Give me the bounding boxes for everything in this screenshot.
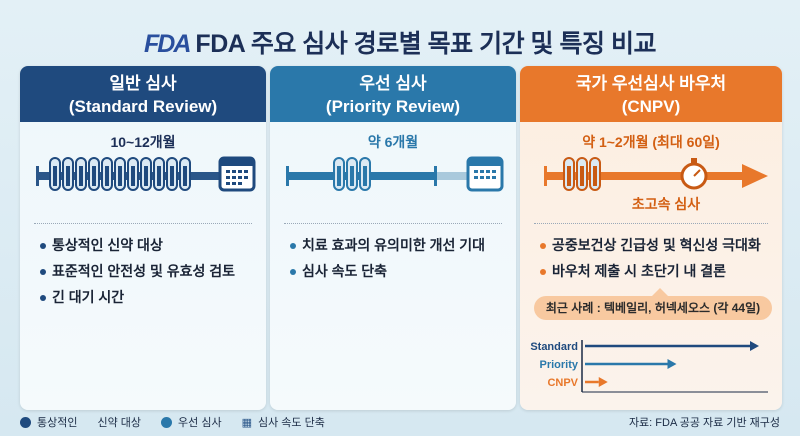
list-item: 바우처 제출 시 초단기 내 결론 (540, 258, 761, 284)
divider (534, 223, 768, 224)
duration-label: 약 6개월 (367, 134, 419, 150)
list-item: 심사 속도 단축 (290, 258, 485, 284)
recent-case-callout: 최근 사례 : 텍베일리, 허넥세오스 (각 44일) (534, 288, 772, 320)
duration-label: 10~12개월 (110, 134, 176, 150)
panel-header: 우선 심사(Priority Review) (270, 66, 516, 122)
chart-label: CNPV (547, 377, 578, 389)
fda-logo: FDA (144, 30, 191, 58)
calendar-icon (218, 156, 256, 192)
list-item: 긴 대기 시간 (40, 284, 235, 310)
arrow-head (750, 341, 759, 351)
divider (284, 223, 502, 224)
calendar-icon: ▦ (241, 416, 252, 429)
arrow-head (598, 377, 608, 387)
duration-label: 약 1~2개월 (최대 60일) (582, 134, 720, 150)
timeline-priority (286, 156, 504, 192)
source-note: 자료: FDA 공공 자료 기반 재구성 (628, 417, 780, 429)
legend-dot-standard (20, 416, 31, 428)
list-item: 표준적인 안전성 및 유효성 검토 (40, 258, 235, 284)
timeline-cnpv (544, 157, 768, 191)
feature-list: 공중보건상 긴급성 및 혁신성 극대화 바우처 제출 시 초단기 내 결론 (540, 232, 761, 284)
feature-list: 치료 효과의 유의미한 개선 기대 심사 속도 단축 (290, 232, 485, 284)
panel-header: 국가 우선심사 바우처(CNPV) (520, 66, 782, 122)
fast-review-label: 초고속 심사 (631, 196, 701, 212)
list-item: 공중보건상 긴급성 및 혁신성 극대화 (540, 232, 761, 258)
calendar-icon (466, 156, 504, 192)
panel-priority: 우선 심사(Priority Review) 약 6개월 치료 효과의 유의미한… (270, 66, 516, 410)
legend-dot-priority (161, 416, 173, 428)
panel-header: 일반 심사(Standard Review) (20, 66, 266, 122)
list-item: 치료 효과의 유의미한 개선 기대 (290, 232, 485, 258)
chart-label: Priority (539, 359, 578, 371)
list-item: 통상적인 신약 대상 (40, 232, 235, 258)
divider (34, 223, 252, 224)
arrow-head (667, 359, 677, 369)
panel-cnpv: 국가 우선심사 바우처(CNPV) 약 1~2개월 (최대 60일) 초고속 심… (520, 66, 782, 410)
stopwatch-icon (680, 158, 708, 190)
feature-list: 통상적인 신약 대상 표준적인 안전성 및 유효성 검토 긴 대기 시간 (40, 232, 235, 310)
panel-standard: 일반 심사(Standard Review) 10~12개월 통상적인 신약 대… (20, 66, 266, 410)
timeline-standard (36, 156, 256, 192)
chart-label: Standard (530, 341, 578, 353)
